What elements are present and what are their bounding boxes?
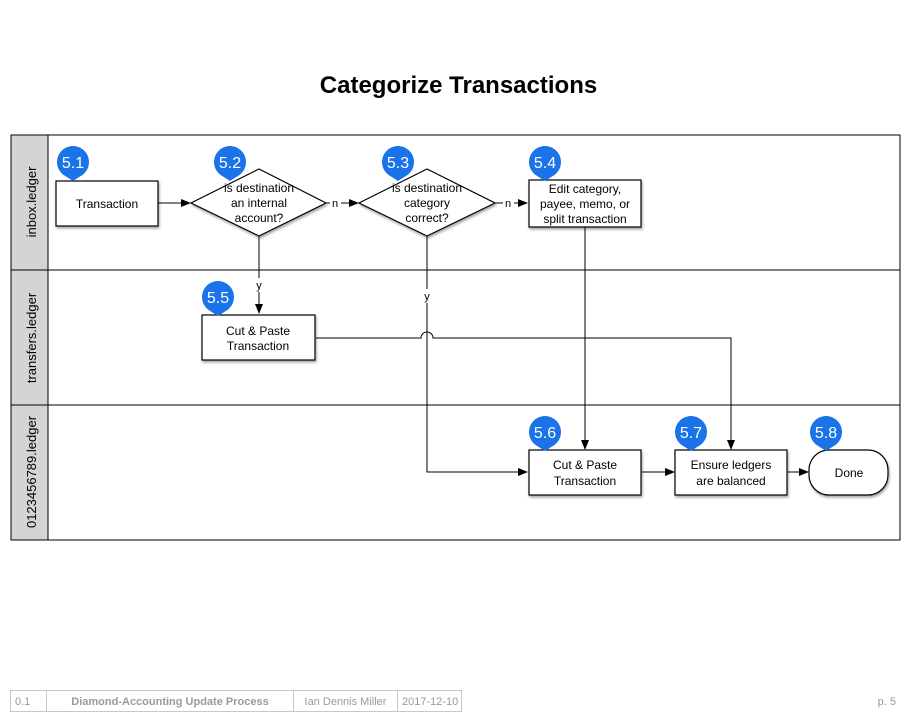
badge-5-8: 5.8 — [809, 416, 842, 451]
edge-label-n-2: n — [505, 198, 511, 210]
shape-texts: Transaction is destination an internal a… — [76, 181, 864, 488]
step-5-4-text-line2: payee, memo, or — [540, 197, 630, 211]
lane-label-transfers: transfers.ledger — [24, 292, 39, 383]
step-5-3-diamond — [357, 168, 497, 237]
step-badges: 5.1 5.2 5.3 5.4 5.5 5.6 5.7 5.8 — [56, 146, 842, 451]
badge-5-8-label: 5.8 — [815, 425, 837, 442]
lane-header-column — [10, 134, 49, 541]
edge-label-y-1: y — [256, 280, 262, 292]
badge-5-7-label: 5.7 — [680, 425, 702, 442]
badge-5-6: 5.6 — [528, 416, 561, 451]
badge-5-1-label: 5.1 — [62, 155, 84, 172]
edge-5-3-to-5-6 — [426, 236, 528, 476]
step-5-7-text-line2: are balanced — [696, 474, 765, 488]
step-5-3-text-line2: category — [404, 196, 450, 210]
step-5-1-text: Transaction — [76, 197, 138, 211]
badge-5-4: 5.4 — [528, 146, 561, 181]
badge-5-4-label: 5.4 — [534, 155, 556, 172]
badge-5-2: 5.2 — [213, 146, 246, 181]
edge-5-5-to-5-7 — [316, 331, 735, 450]
step-5-2-text-line1: is destination — [224, 181, 294, 195]
edge-label-y-2: y — [424, 291, 430, 303]
step-5-2-text-line2: an internal — [231, 196, 287, 210]
step-5-4-box — [528, 179, 642, 228]
page-title: Categorize Transactions — [319, 72, 598, 99]
badge-5-3-label: 5.3 — [387, 155, 409, 172]
step-5-6-box — [528, 449, 642, 496]
badge-5-3: 5.3 — [381, 146, 414, 181]
shapes — [55, 168, 889, 496]
step-5-1-box — [55, 180, 159, 227]
lane-label-inbox: inbox.ledger — [24, 166, 39, 237]
connectors — [158, 199, 809, 476]
footer-version: 0.1 — [10, 690, 47, 712]
step-5-3-text-line3: correct? — [405, 211, 449, 225]
badge-5-5: 5.5 — [201, 281, 234, 316]
lane-label-account: 0123456789.ledger — [24, 415, 39, 528]
step-5-5-text-line1: Cut & Paste — [226, 324, 290, 338]
step-5-4-text-line1: Edit category, — [549, 182, 621, 196]
step-5-8-terminal — [808, 449, 889, 496]
badge-5-6-label: 5.6 — [534, 425, 556, 442]
step-5-3-text-line1: is destination — [392, 181, 462, 195]
step-5-6-text-line1: Cut & Paste — [553, 458, 617, 472]
step-5-8-text: Done — [835, 466, 864, 480]
edge-label-n-1: n — [332, 198, 338, 210]
footer-project: Diamond-Accounting Update Process — [46, 690, 294, 712]
footer-author: Ian Dennis Miller — [293, 690, 398, 712]
footer-date: 2017-12-10 — [397, 690, 462, 712]
badge-5-2-label: 5.2 — [219, 155, 241, 172]
step-5-2-text-line3: account? — [235, 211, 284, 225]
step-5-7-text-line1: Ensure ledgers — [691, 458, 772, 472]
page-number: p. 5 — [877, 696, 896, 708]
step-5-4-text-line3: split transaction — [543, 212, 626, 226]
badge-5-5-label: 5.5 — [207, 290, 229, 307]
step-5-5-box — [201, 314, 316, 361]
step-5-7-box — [674, 449, 788, 496]
step-5-6-text-line2: Transaction — [554, 474, 616, 488]
step-5-5-text-line2: Transaction — [227, 339, 289, 353]
edge-labels: n n y y — [253, 196, 514, 303]
step-5-2-diamond — [189, 168, 328, 237]
badge-5-1: 5.1 — [56, 146, 89, 181]
badge-5-7: 5.7 — [674, 416, 707, 451]
